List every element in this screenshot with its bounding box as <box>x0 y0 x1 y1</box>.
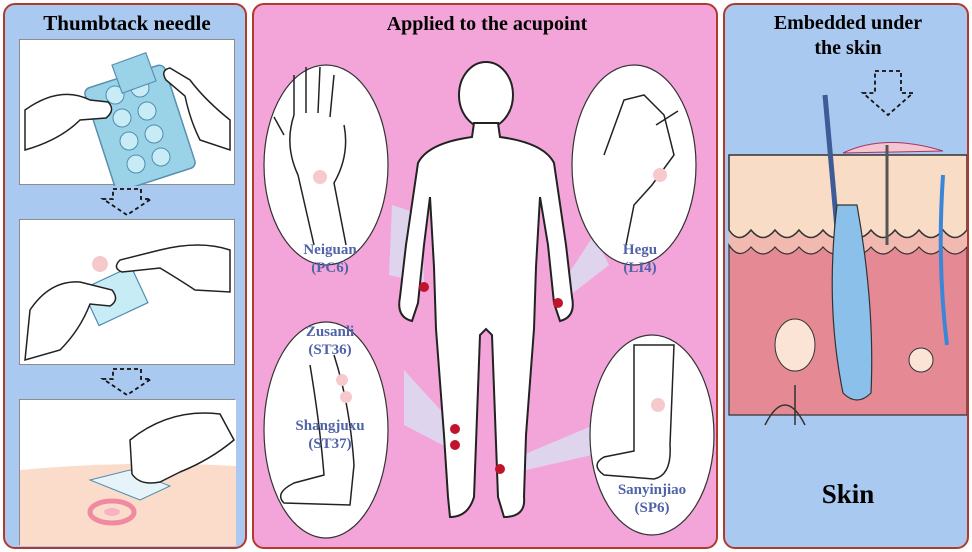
step-peel-needle-sheet <box>19 39 235 186</box>
acupoint-panel: Applied to the acupoint <box>252 3 718 549</box>
shangjuxu-code: (ST37) <box>308 436 352 452</box>
hegu-code: (LI4) <box>623 260 657 276</box>
skin-cross-section <box>728 70 967 426</box>
embedded-title-line1: Embedded under <box>773 12 923 34</box>
embedded-title-line2: the skin <box>814 37 882 59</box>
step-remove-needle <box>19 219 235 365</box>
zusanli-name: Zusanli <box>305 324 355 340</box>
sanyinjiao-code: (SP6) <box>634 500 670 516</box>
neiguan-code: (PC6) <box>311 260 349 276</box>
sanyinjiao-name: Sanyinjiao <box>617 482 687 498</box>
body-silhouette <box>398 61 574 519</box>
acupoint-title: Applied to the acupoint <box>386 13 588 35</box>
step-apply-to-skin <box>19 399 236 546</box>
sanyinjiao-point-body <box>495 464 505 474</box>
embedded-title: Embedded under the skin <box>725 11 967 61</box>
shangjuxu-label: Shangjuxu (ST37) <box>282 417 378 453</box>
neiguan-callout <box>263 64 389 266</box>
sanyinjiao-callout <box>589 334 715 536</box>
needle-sheet-illustration <box>24 51 231 186</box>
apply-needle-illustration <box>20 400 236 546</box>
zusanli-code: (ST36) <box>308 342 352 358</box>
leg-beam <box>404 370 454 450</box>
hegu-label: Hegu (LI4) <box>600 241 680 277</box>
sweat-gland <box>908 347 934 373</box>
sweat-duct <box>938 174 949 346</box>
thumbtack-needle-panel: Thumbtack needle <box>3 3 247 549</box>
shangjuxu-point-body <box>450 440 460 450</box>
zusanli-label: Zusanli (ST36) <box>290 323 370 359</box>
hegu-point-body <box>553 298 563 308</box>
needle-patch <box>842 141 944 154</box>
down-arrow <box>860 70 916 117</box>
hegu-name: Hegu <box>622 242 658 258</box>
embedded-panel: Embedded under the skin Skin <box>723 3 969 549</box>
nerve-ending <box>764 385 806 426</box>
shangjuxu-name: Shangjuxu <box>295 418 365 434</box>
skin-caption: Skin <box>821 479 875 509</box>
neiguan-point-body <box>419 282 429 292</box>
sebaceous-gland <box>774 318 816 372</box>
flow-arrows <box>100 188 154 397</box>
neiguan-name: Neiguan <box>303 242 357 258</box>
thumbtack-needle-title: Thumbtack needle <box>43 11 211 35</box>
hair-follicle <box>831 204 873 401</box>
zusanli-point-body <box>450 424 460 434</box>
remove-needle-illustration <box>24 244 231 362</box>
hegu-callout <box>571 64 697 266</box>
neiguan-label: Neiguan (PC6) <box>290 241 370 277</box>
leg-callout <box>263 321 389 539</box>
sanyinjiao-label: Sanyinjiao (SP6) <box>604 481 700 517</box>
sanyinjiao-beam <box>499 425 614 475</box>
acupoint-illustration <box>263 61 715 539</box>
